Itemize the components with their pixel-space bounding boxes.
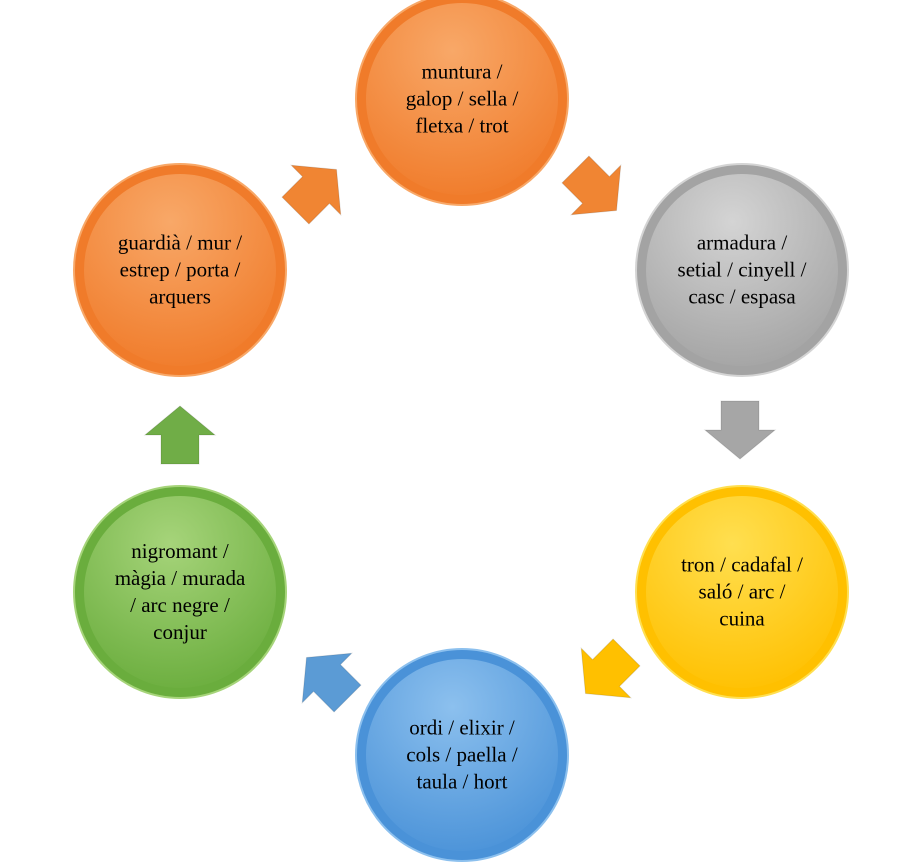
- node-right-bottom: [635, 485, 849, 699]
- arrow-icon-right-bottom-to-bottom: [580, 638, 641, 699]
- node-right-top: [635, 163, 849, 377]
- node-circle-face: [646, 174, 838, 366]
- node-circle-face: [84, 496, 276, 688]
- node-label-line: estrep / porta /: [119, 257, 241, 282]
- node-left-bottom: [73, 485, 287, 699]
- node-label-line: tron / cadafal /: [681, 552, 803, 577]
- node-label-line: / arc negre /: [130, 593, 230, 617]
- node-circle-face: [366, 659, 558, 851]
- node-label-line: setial / cinyell /: [677, 257, 807, 282]
- node-label-line: cols / paella /: [406, 742, 518, 767]
- node-label-bottom: ordi / elixir /cols / paella /taula / ho…: [377, 715, 547, 796]
- node-label-line: nigromant /: [131, 539, 229, 563]
- node-label-line: màgia / murada: [114, 566, 246, 590]
- node-label-line: armadura /: [696, 230, 788, 255]
- node-label-line: fletxa / trot: [415, 113, 509, 138]
- node-circle-face: [84, 174, 276, 366]
- node-label-line: ordi / elixir /: [409, 715, 515, 740]
- arrow-icon-right-top-to-right-bottom: [703, 400, 777, 460]
- node-label-line: saló / arc /: [698, 579, 786, 604]
- node-circle-face: [646, 496, 838, 688]
- arrow-icon-top-to-right-top: [561, 155, 622, 216]
- node-label-line: casc / espasa: [688, 284, 796, 309]
- node-label-right-top: armadura /setial / cinyell /casc / espas…: [657, 230, 827, 311]
- node-bottom: [355, 648, 569, 862]
- node-label-right-bottom: tron / cadafal /saló / arc /cuina: [657, 552, 827, 633]
- node-label-line: taula / hort: [416, 769, 508, 794]
- arrow-icon-left-top-to-top: [281, 164, 342, 225]
- node-label-line: muntura /: [421, 59, 503, 84]
- node-left-top: [73, 163, 287, 377]
- node-top: [355, 0, 569, 206]
- node-label-left-bottom: nigromant / màgia / murada / arc negre / co…: [95, 538, 265, 646]
- node-label-line: cuina: [719, 606, 765, 631]
- node-label-line: galop / sella /: [405, 86, 519, 111]
- node-circle-face: [366, 3, 558, 195]
- node-label-line: conjur: [153, 620, 207, 644]
- node-label-line: arquers: [149, 284, 211, 309]
- node-label-top: muntura /galop / sella /fletxa / trot: [377, 59, 547, 140]
- arrow-icon-left-bottom-to-left-top: [143, 405, 217, 465]
- arrow-icon-bottom-to-left-bottom: [301, 652, 362, 713]
- node-label-left-top: guardià / mur /estrep / porta /arquers: [95, 230, 265, 311]
- node-label-line: guardià / mur /: [117, 230, 243, 255]
